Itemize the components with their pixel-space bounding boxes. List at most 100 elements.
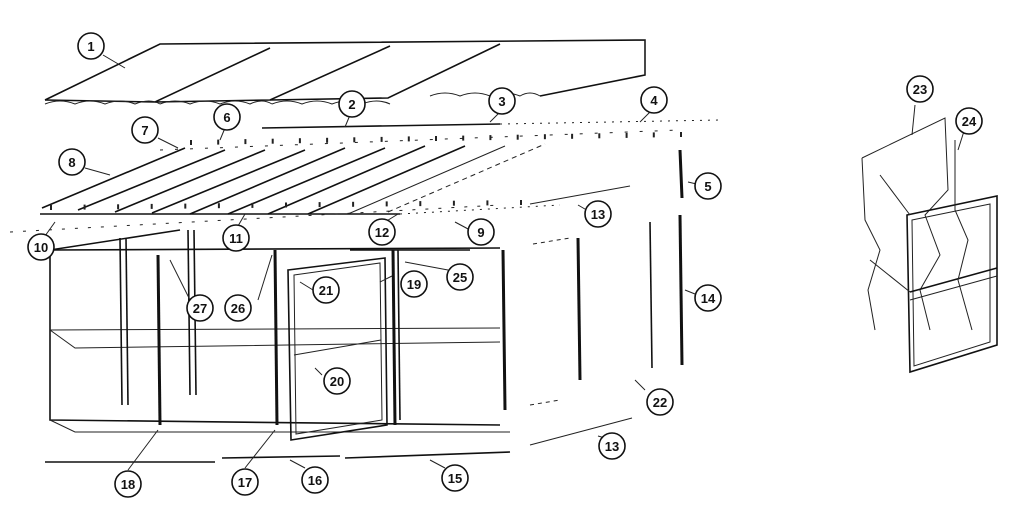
callout-4: 4 <box>640 86 668 114</box>
hardware-dot <box>516 134 519 140</box>
callout-7-label: 7 <box>141 123 148 138</box>
hardware-dot <box>462 135 465 141</box>
callout-14-label: 14 <box>701 291 716 306</box>
frame-wall <box>49 229 510 433</box>
callout-13-bottom: 13 <box>598 432 626 460</box>
hardware-dot <box>380 136 383 142</box>
callout-27: 27 <box>186 294 214 322</box>
roof-panels <box>44 39 646 105</box>
hardware-dot <box>217 203 220 209</box>
hardware-dot <box>652 132 655 138</box>
callout-19-label: 19 <box>407 277 421 292</box>
callout-20-label: 20 <box>330 374 344 389</box>
callout-25-label: 25 <box>453 270 467 285</box>
roof-rafters <box>41 143 546 215</box>
callout-9: 9 <box>467 218 495 246</box>
callout-11-label: 11 <box>229 231 243 246</box>
callout-16-label: 16 <box>308 473 322 488</box>
callout-18: 18 <box>114 470 142 498</box>
callout-16: 16 <box>301 466 329 494</box>
callout-10-label: 10 <box>34 240 48 255</box>
callout-11: 11 <box>222 224 250 252</box>
hardware-dot <box>326 137 329 143</box>
callout-5-label: 5 <box>704 179 711 194</box>
callout-5: 5 <box>694 172 722 200</box>
callout-25: 25 <box>446 263 474 291</box>
hardware-dot <box>117 204 120 210</box>
callout-14: 14 <box>694 284 722 312</box>
hardware-dot <box>435 136 437 141</box>
callout-27-label: 27 <box>193 301 207 316</box>
callout-7: 7 <box>131 116 159 144</box>
callout-23: 23 <box>906 75 934 103</box>
callout-24: 24 <box>955 107 983 135</box>
base-rails <box>45 451 511 463</box>
callout-24-label: 24 <box>962 114 977 129</box>
hardware-dot <box>520 200 522 205</box>
callout-19: 19 <box>400 270 428 298</box>
hardware-dot <box>419 201 422 207</box>
callout-13-bottom-label: 13 <box>605 439 619 454</box>
hardware-dot <box>407 136 410 142</box>
callout-21: 21 <box>312 276 340 304</box>
callout-18-label: 18 <box>121 477 135 492</box>
callout-12: 12 <box>368 218 396 246</box>
hardware-dot <box>190 140 192 145</box>
hardware-dot <box>217 139 220 145</box>
callout-26-label: 26 <box>231 301 245 316</box>
hardware-dot <box>452 200 455 206</box>
callout-22-label: 22 <box>653 395 667 410</box>
hardware-dot <box>50 205 52 210</box>
lower-rail <box>9 204 561 233</box>
hardware-dot <box>285 202 287 208</box>
hardware-dot <box>251 202 254 208</box>
callout-21-label: 21 <box>319 283 333 298</box>
hardware-dot <box>352 201 355 207</box>
callout-8-label: 8 <box>68 155 75 170</box>
callout-9-label: 9 <box>477 225 484 240</box>
hardware-dot <box>83 204 86 210</box>
hardware-dot <box>150 203 153 209</box>
door <box>287 257 388 441</box>
callout-13-top: 13 <box>584 200 612 228</box>
callout-6: 6 <box>213 103 241 131</box>
side-panels <box>529 149 684 446</box>
callout-10: 10 <box>27 233 55 261</box>
hardware-dot <box>486 200 489 206</box>
callout-23-label: 23 <box>913 82 927 97</box>
hardware-dot <box>244 139 247 145</box>
detail-inset <box>861 117 998 374</box>
hardware-dot <box>298 138 301 144</box>
callout-20: 20 <box>323 367 351 395</box>
callout-22: 22 <box>646 388 674 416</box>
hardware-dot <box>318 202 321 208</box>
callout-15: 15 <box>441 464 469 492</box>
callout-3: 3 <box>488 87 516 115</box>
hardware-dot <box>625 132 628 138</box>
callout-17-label: 17 <box>238 475 252 490</box>
hardware-dot <box>353 137 356 143</box>
callout-4-label: 4 <box>650 93 658 108</box>
callout-15-label: 15 <box>448 471 462 486</box>
hardware-dot <box>680 132 682 137</box>
callout-2-label: 2 <box>348 97 355 112</box>
callout-17: 17 <box>231 468 259 496</box>
callout-6-label: 6 <box>223 110 230 125</box>
callout-8: 8 <box>58 148 86 176</box>
hardware-dot <box>271 138 274 144</box>
callout-2: 2 <box>338 90 366 118</box>
hardware-dot <box>184 203 187 209</box>
hardware-dot <box>385 201 388 207</box>
hardware-dot <box>598 133 601 139</box>
callout-13-top-label: 13 <box>591 207 605 222</box>
callout-1: 1 <box>77 32 105 60</box>
hardware-dot <box>543 134 546 140</box>
callout-3-label: 3 <box>498 94 505 109</box>
hardware-dot <box>489 135 492 141</box>
callout-1-label: 1 <box>87 39 94 54</box>
callout-26: 26 <box>224 294 252 322</box>
callout-12-label: 12 <box>375 225 389 240</box>
hardware-dot <box>571 133 574 139</box>
top-rail <box>159 119 721 151</box>
